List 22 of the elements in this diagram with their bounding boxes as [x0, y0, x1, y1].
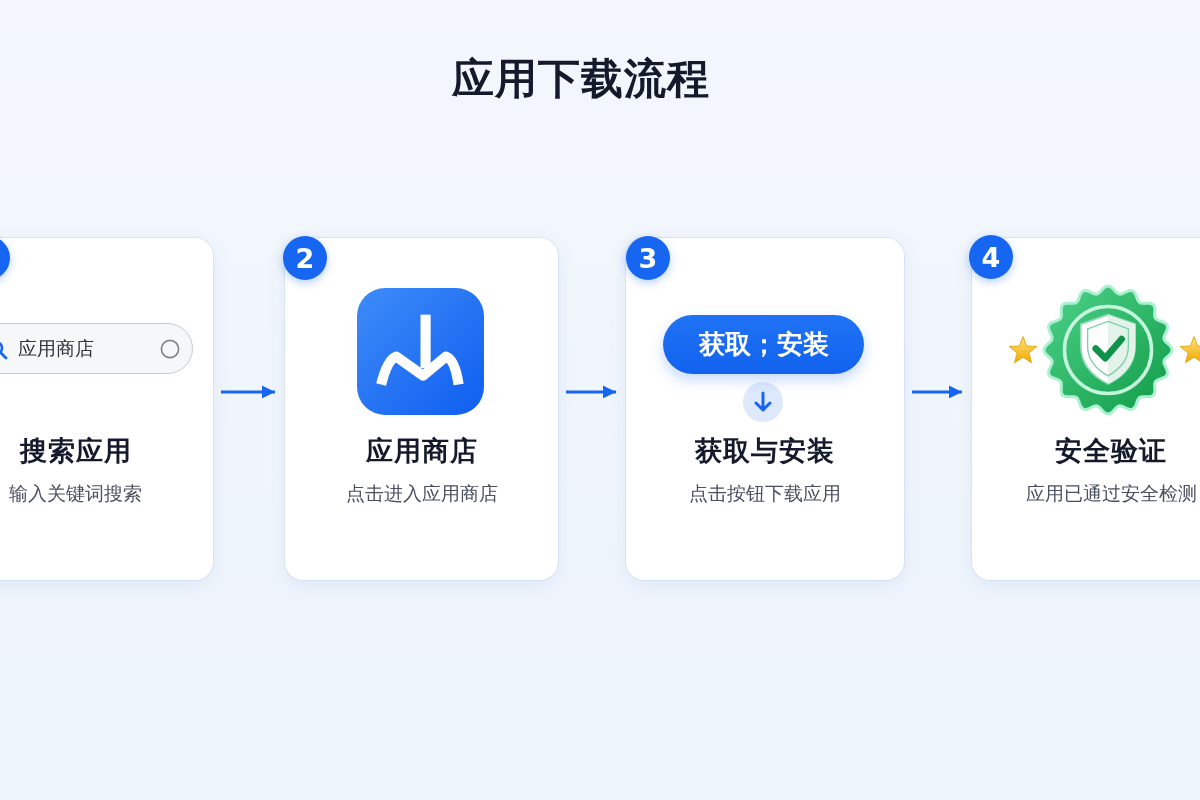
flow-arrow	[912, 385, 962, 399]
step-card	[626, 238, 904, 580]
install-button: 获取；安装	[663, 315, 864, 374]
search-field	[0, 323, 193, 374]
step-description: 点击进入应用商店	[345, 481, 498, 506]
step-card	[285, 238, 558, 580]
search-query-text: 应用商店	[18, 336, 94, 361]
diagram-title: 应用下载流程	[452, 53, 710, 105]
step-title: 搜索应用	[19, 434, 132, 468]
step-description: 应用已通过安全检测	[1025, 481, 1197, 506]
step-title: 应用商店	[365, 434, 478, 468]
flow-arrow	[221, 385, 275, 399]
step-number-badge: 3	[626, 236, 670, 280]
step-description: 输入关键词搜索	[9, 481, 142, 506]
flow-arrow	[566, 385, 616, 399]
step-number-badge: 4	[969, 235, 1013, 279]
step-card	[0, 238, 213, 580]
step-title: 安全验证	[1055, 434, 1167, 468]
step-title: 获取与安装	[695, 434, 835, 468]
step-description: 点击按钮下载应用	[689, 481, 841, 506]
step-card	[972, 238, 1200, 580]
step-number-badge: 2	[283, 236, 327, 280]
